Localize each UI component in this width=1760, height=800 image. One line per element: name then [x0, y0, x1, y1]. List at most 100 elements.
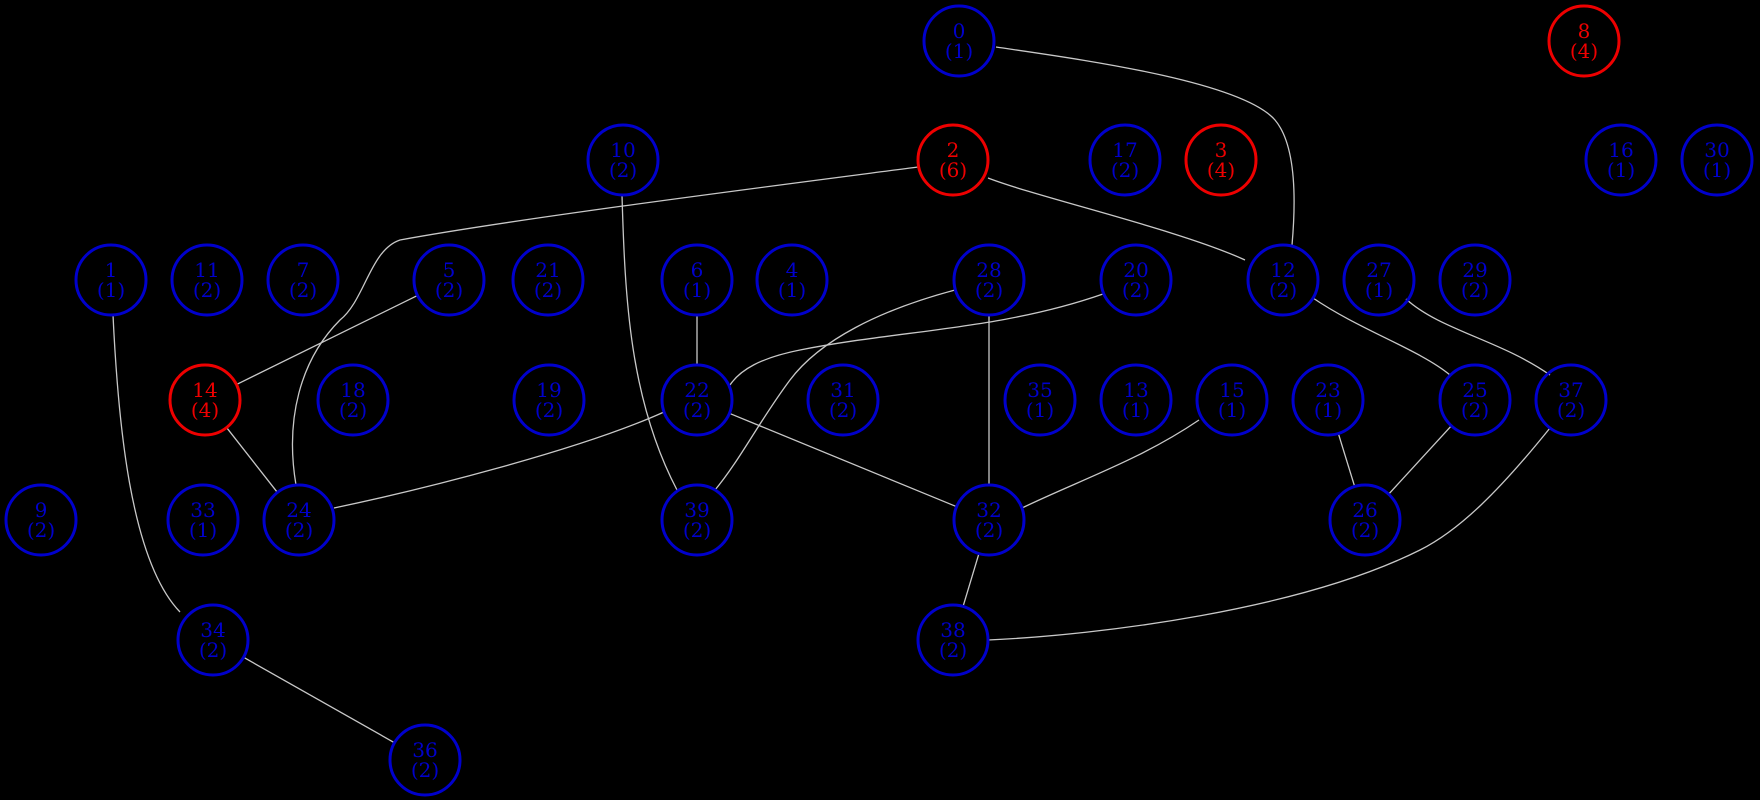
node-count: (2) [27, 518, 55, 542]
graph-node-2: 2(6) [916, 123, 990, 197]
node-label: 9 [35, 498, 48, 522]
edge-layer [112, 46, 1551, 744]
graph-node-31: 31(2) [806, 363, 880, 437]
node-count: (1) [97, 278, 125, 302]
node-label: 1 [105, 258, 118, 282]
node-circle [1328, 483, 1402, 557]
node-label: 35 [1027, 378, 1052, 402]
node-label: 36 [412, 738, 437, 762]
node-count: (2) [939, 638, 967, 662]
node-circle [1088, 123, 1162, 197]
node-count: (4) [1207, 158, 1235, 182]
node-circle [166, 483, 240, 557]
node-count: (1) [683, 278, 711, 302]
graph-node-10: 10(2) [586, 123, 660, 197]
node-count: (2) [535, 398, 563, 422]
node-label: 14 [192, 378, 217, 402]
node-count: (2) [683, 398, 711, 422]
graph-node-0: 0(1) [922, 4, 996, 78]
node-label: 31 [830, 378, 855, 402]
node-label: 24 [286, 498, 311, 522]
graph-node-34: 34(2) [176, 603, 250, 677]
graph-node-18: 18(2) [316, 363, 390, 437]
graph-node-26: 26(2) [1328, 483, 1402, 557]
node-count: (1) [1122, 398, 1150, 422]
node-label: 34 [200, 618, 225, 642]
graph-node-19: 19(2) [512, 363, 586, 437]
node-label: 22 [684, 378, 709, 402]
node-count: (2) [975, 518, 1003, 542]
node-circle [660, 243, 734, 317]
node-circle [1003, 363, 1077, 437]
node-label: 32 [976, 498, 1001, 522]
node-label: 33 [190, 498, 215, 522]
node-count: (2) [1557, 398, 1585, 422]
graph-node-12: 12(2) [1246, 243, 1320, 317]
node-circle [806, 363, 880, 437]
node-label: 15 [1219, 378, 1244, 402]
node-circle [755, 243, 829, 317]
node-circle [412, 243, 486, 317]
edge-10-39 [621, 194, 678, 491]
graph-node-25: 25(2) [1438, 363, 1512, 437]
node-count: (2) [609, 158, 637, 182]
node-label: 11 [194, 258, 219, 282]
node-circle [176, 603, 250, 677]
edge-22-24 [333, 411, 665, 509]
node-label: 38 [940, 618, 965, 642]
graph-node-5: 5(2) [412, 243, 486, 317]
graph-node-16: 16(1) [1584, 123, 1658, 197]
node-label: 13 [1123, 378, 1148, 402]
node-circle [922, 4, 996, 78]
node-circle [952, 483, 1026, 557]
graph-node-1: 1(1) [74, 243, 148, 317]
node-label: 18 [340, 378, 365, 402]
graph-node-36: 36(2) [388, 723, 462, 797]
node-circle [511, 243, 585, 317]
node-circle [1184, 123, 1258, 197]
edge-5-14 [236, 294, 418, 386]
node-count: (2) [1269, 278, 1297, 302]
node-layer: 0(1)8(4)10(2)2(6)17(2)3(4)16(1)30(1)1(1)… [4, 4, 1754, 797]
node-label: 25 [1462, 378, 1487, 402]
node-circle [1099, 363, 1173, 437]
node-label: 19 [536, 378, 561, 402]
graph-node-21: 21(2) [511, 243, 585, 317]
node-count: (1) [1218, 398, 1246, 422]
node-count: (2) [1351, 518, 1379, 542]
node-label: 23 [1315, 378, 1340, 402]
graph-node-30: 30(1) [1680, 123, 1754, 197]
node-label: 7 [297, 258, 310, 282]
node-circle [1342, 243, 1416, 317]
graph-node-3: 3(4) [1184, 123, 1258, 197]
graph-node-39: 39(2) [660, 483, 734, 557]
node-count: (2) [199, 638, 227, 662]
node-count: (2) [285, 518, 313, 542]
node-circle [1680, 123, 1754, 197]
graph-node-20: 20(2) [1099, 243, 1173, 317]
graph-node-7: 7(2) [266, 243, 340, 317]
edge-2-12 [987, 177, 1246, 261]
edge-28-39 [714, 289, 956, 491]
edge-2-24 [291, 166, 919, 486]
graph-node-6: 6(1) [660, 243, 734, 317]
node-count: (1) [1365, 278, 1393, 302]
node-count: (2) [683, 518, 711, 542]
edge-20-22 [729, 293, 1104, 386]
graph-node-22: 22(2) [660, 363, 734, 437]
node-count: (4) [191, 398, 219, 422]
node-count: (2) [1122, 278, 1150, 302]
node-circle [1195, 363, 1269, 437]
graph-node-17: 17(2) [1088, 123, 1162, 197]
node-label: 37 [1558, 378, 1583, 402]
node-circle [1438, 243, 1512, 317]
node-circle [1099, 243, 1173, 317]
graph-node-23: 23(1) [1291, 363, 1365, 437]
node-count: (1) [1314, 398, 1342, 422]
edge-37-38 [987, 427, 1551, 641]
graph-node-13: 13(1) [1099, 363, 1173, 437]
node-circle [916, 123, 990, 197]
node-label: 5 [443, 258, 456, 282]
node-label: 29 [1462, 258, 1487, 282]
